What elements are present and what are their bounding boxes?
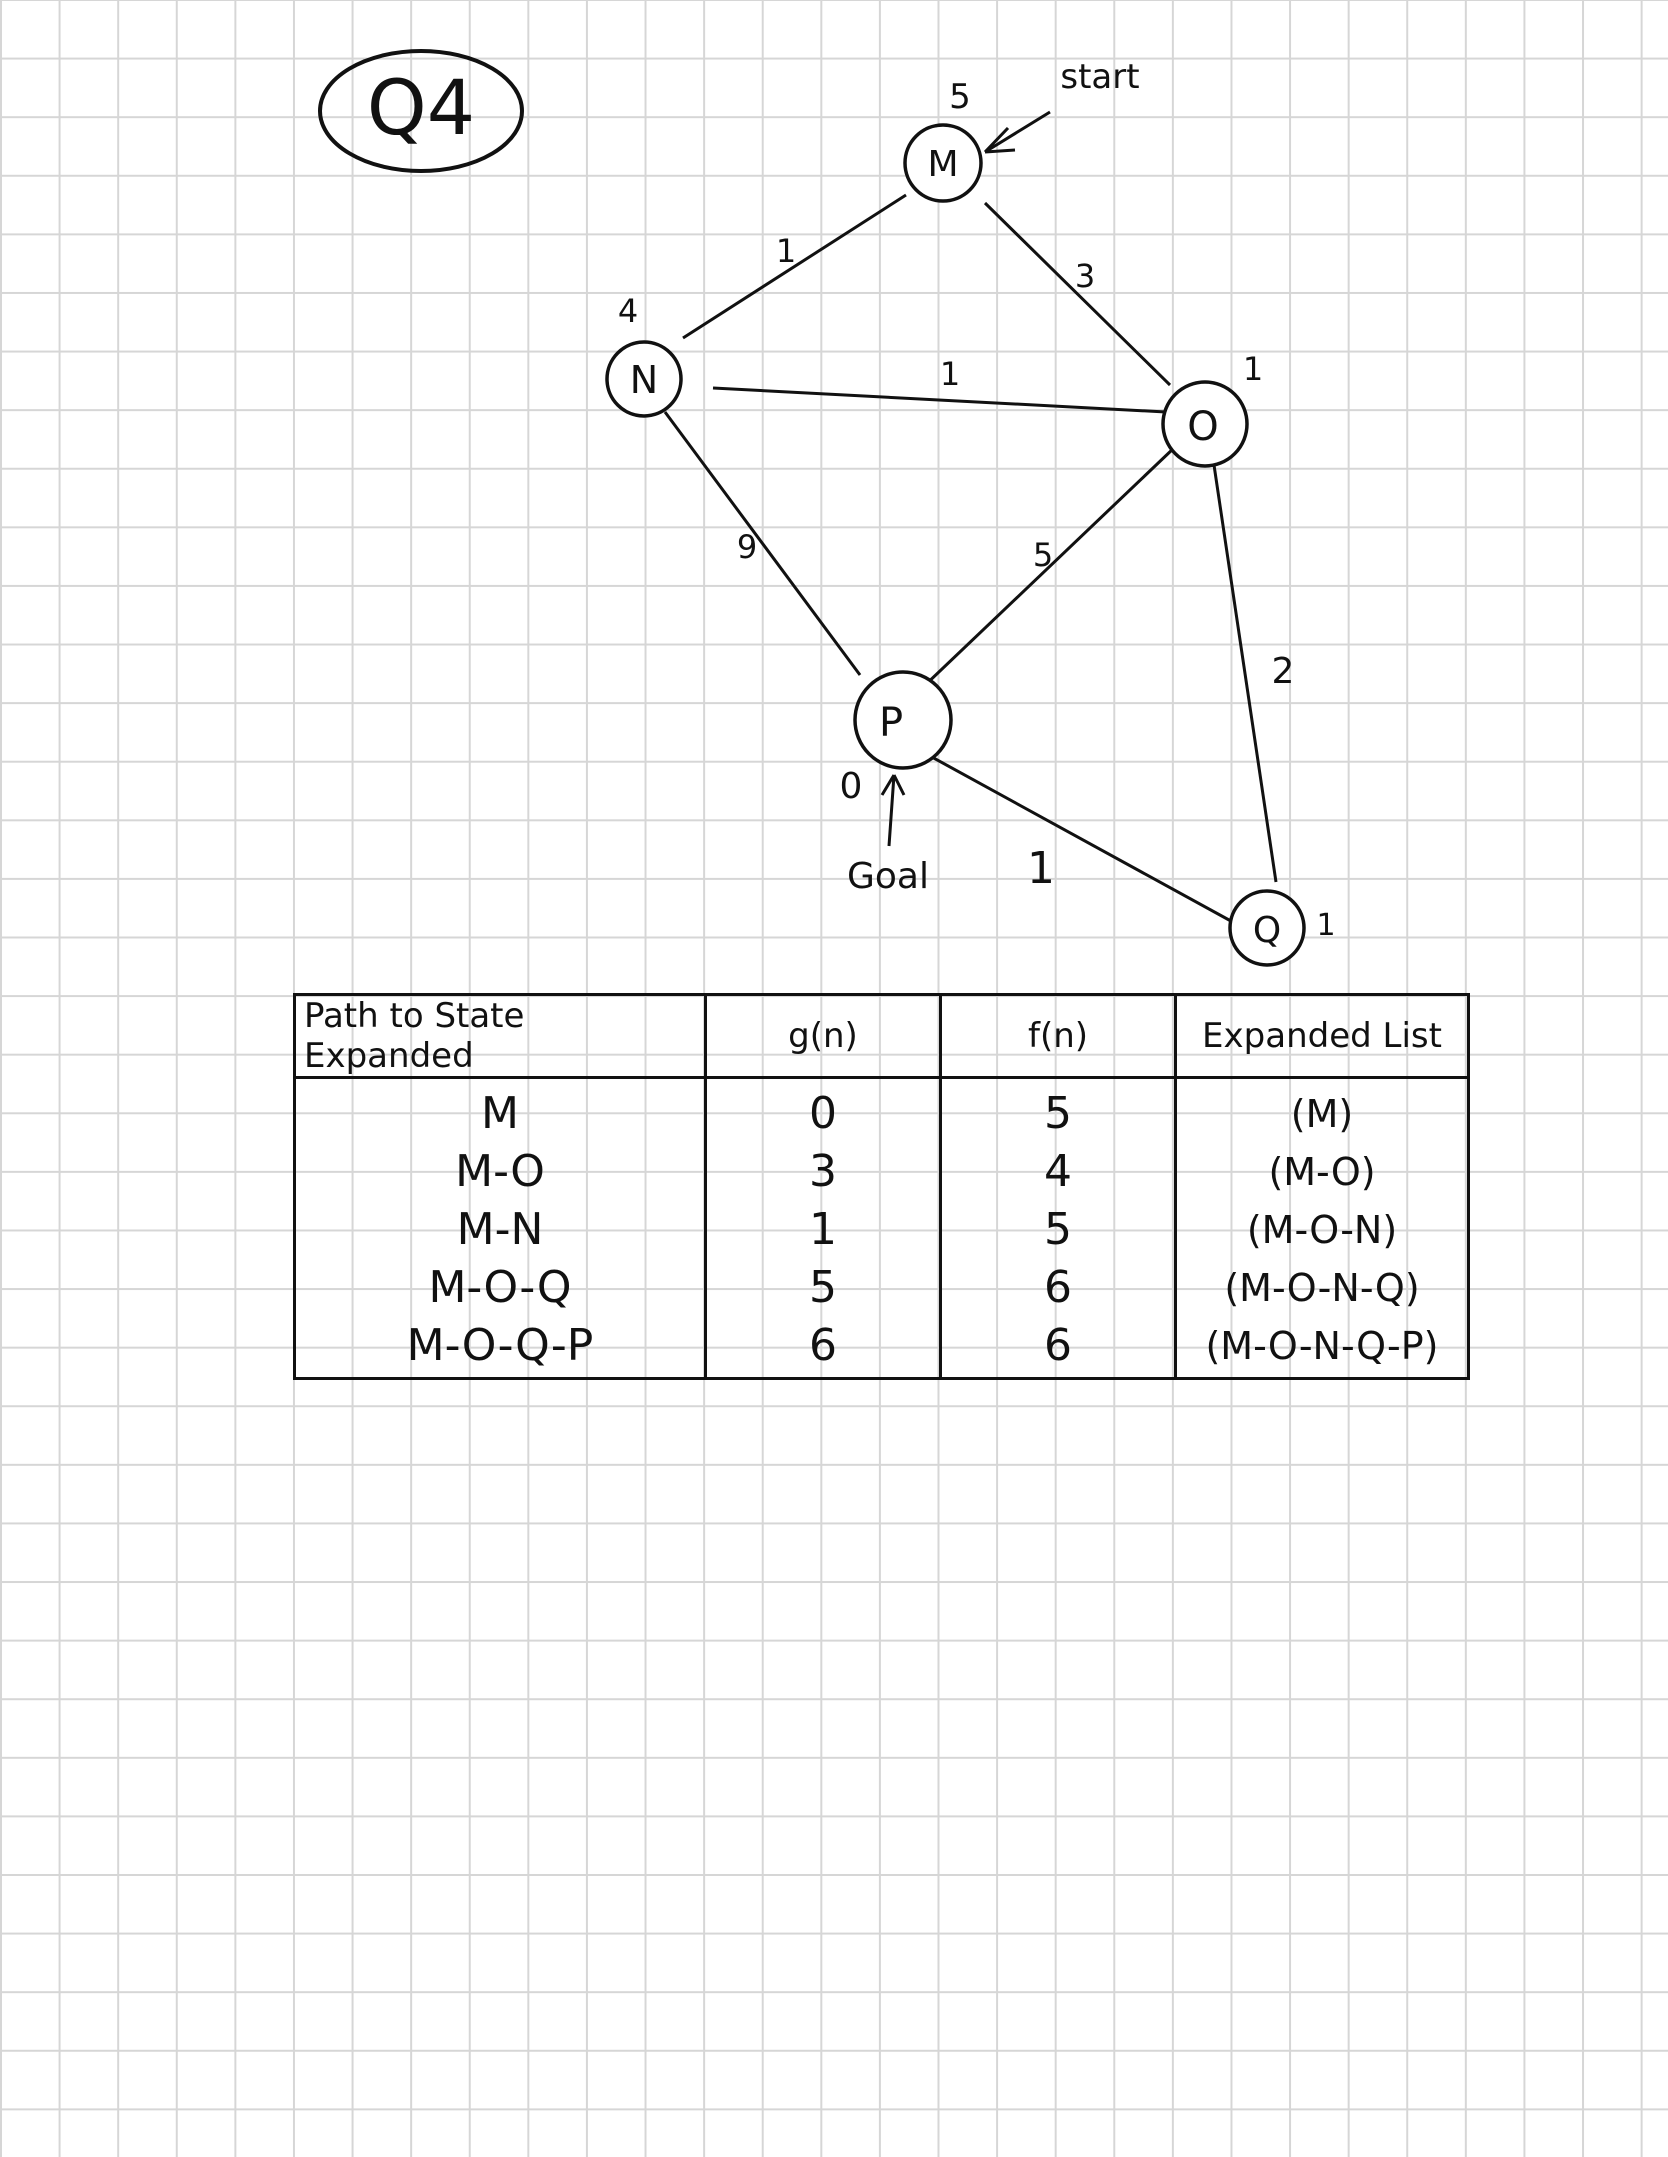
cell-f: 6	[939, 1317, 1177, 1379]
cell-expanded-list: (M-O-N-Q-P)	[1174, 1317, 1470, 1379]
question-label: Q4	[367, 63, 475, 152]
header-g: g(n)	[704, 994, 942, 1079]
node-n-label: N	[630, 358, 658, 402]
goal-arrow	[880, 774, 906, 847]
cell-expanded-list: (M)	[1174, 1077, 1470, 1143]
edge-p-q	[929, 754, 1241, 928]
table-row: M-N 1 5 (M-O-N)	[293, 1201, 1470, 1259]
node-o-heuristic: 1	[1243, 350, 1263, 388]
edge-m-n	[682, 193, 907, 340]
table-row: M-O 3 4 (M-O)	[293, 1143, 1470, 1201]
cell-expanded-list: (M-O)	[1174, 1143, 1470, 1201]
edge-cost-o-p: 5	[1033, 536, 1053, 574]
cell-path: M	[293, 1077, 707, 1143]
edge-o-q	[1212, 464, 1278, 883]
edge-o-p	[918, 445, 1177, 692]
node-p-heuristic: 0	[840, 766, 863, 807]
node-p	[853, 670, 953, 770]
cell-g: 3	[704, 1143, 942, 1201]
cell-path: M-O-Q-P	[293, 1317, 707, 1379]
node-q-heuristic: 1	[1316, 908, 1335, 943]
cell-path: M-N	[293, 1201, 707, 1259]
header-f: f(n)	[939, 994, 1177, 1079]
start-label: start	[1060, 57, 1139, 97]
cell-f: 5	[939, 1077, 1177, 1143]
node-q	[1228, 889, 1306, 967]
node-n	[605, 340, 683, 418]
cell-expanded-list: (M-O-N)	[1174, 1201, 1470, 1259]
table-header-row: Path to State Expanded g(n) f(n) Expande…	[293, 994, 1470, 1079]
node-m-heuristic: 5	[949, 77, 971, 117]
node-q-label: Q	[1253, 910, 1281, 951]
edge-n-p	[663, 411, 862, 676]
cell-g: 0	[704, 1077, 942, 1143]
goal-label: Goal	[847, 856, 929, 897]
table-row: M-O-Q 5 6 (M-O-N-Q)	[293, 1259, 1470, 1317]
header-path: Path to State Expanded	[293, 994, 707, 1079]
node-o	[1161, 380, 1249, 468]
start-arrow	[983, 110, 1051, 154]
cell-f: 6	[939, 1259, 1177, 1317]
graph-diagram: Q4 1 3 1 9 5 2 1 M 5 N 4 O 1 P 0 Q 1 sta…	[318, 49, 1336, 967]
cell-path: M-O-Q	[293, 1259, 707, 1317]
cell-g: 6	[704, 1317, 942, 1379]
node-m	[903, 123, 983, 203]
edge-cost-o-q: 2	[1272, 651, 1295, 692]
node-m-label: M	[927, 144, 958, 185]
edge-cost-m-o: 3	[1075, 257, 1095, 295]
cell-expanded-list: (M-O-N-Q)	[1174, 1259, 1470, 1317]
cell-g: 5	[704, 1259, 942, 1317]
edge-cost-n-o: 1	[940, 355, 960, 393]
cell-f: 5	[939, 1201, 1177, 1259]
table-row: M-O-Q-P 6 6 (M-O-N-Q-P)	[293, 1317, 1470, 1379]
table-row: M 0 5 (M)	[293, 1077, 1470, 1143]
edge-m-o	[983, 201, 1172, 387]
search-trace-table: Path to State Expanded g(n) f(n) Expande…	[293, 993, 1470, 1380]
node-o-label: O	[1187, 404, 1218, 450]
edge-cost-p-q: 1	[1027, 843, 1055, 894]
edge-cost-n-p: 9	[737, 528, 757, 566]
edge-n-o	[712, 386, 1167, 414]
cell-f: 4	[939, 1143, 1177, 1201]
node-p-label: P	[879, 700, 903, 746]
cell-g: 1	[704, 1201, 942, 1259]
header-expanded-list: Expanded List	[1174, 994, 1470, 1079]
edge-cost-m-n: 1	[776, 232, 796, 270]
node-n-heuristic: 4	[618, 292, 638, 330]
question-label-circle	[318, 49, 524, 173]
cell-path: M-O	[293, 1143, 707, 1201]
